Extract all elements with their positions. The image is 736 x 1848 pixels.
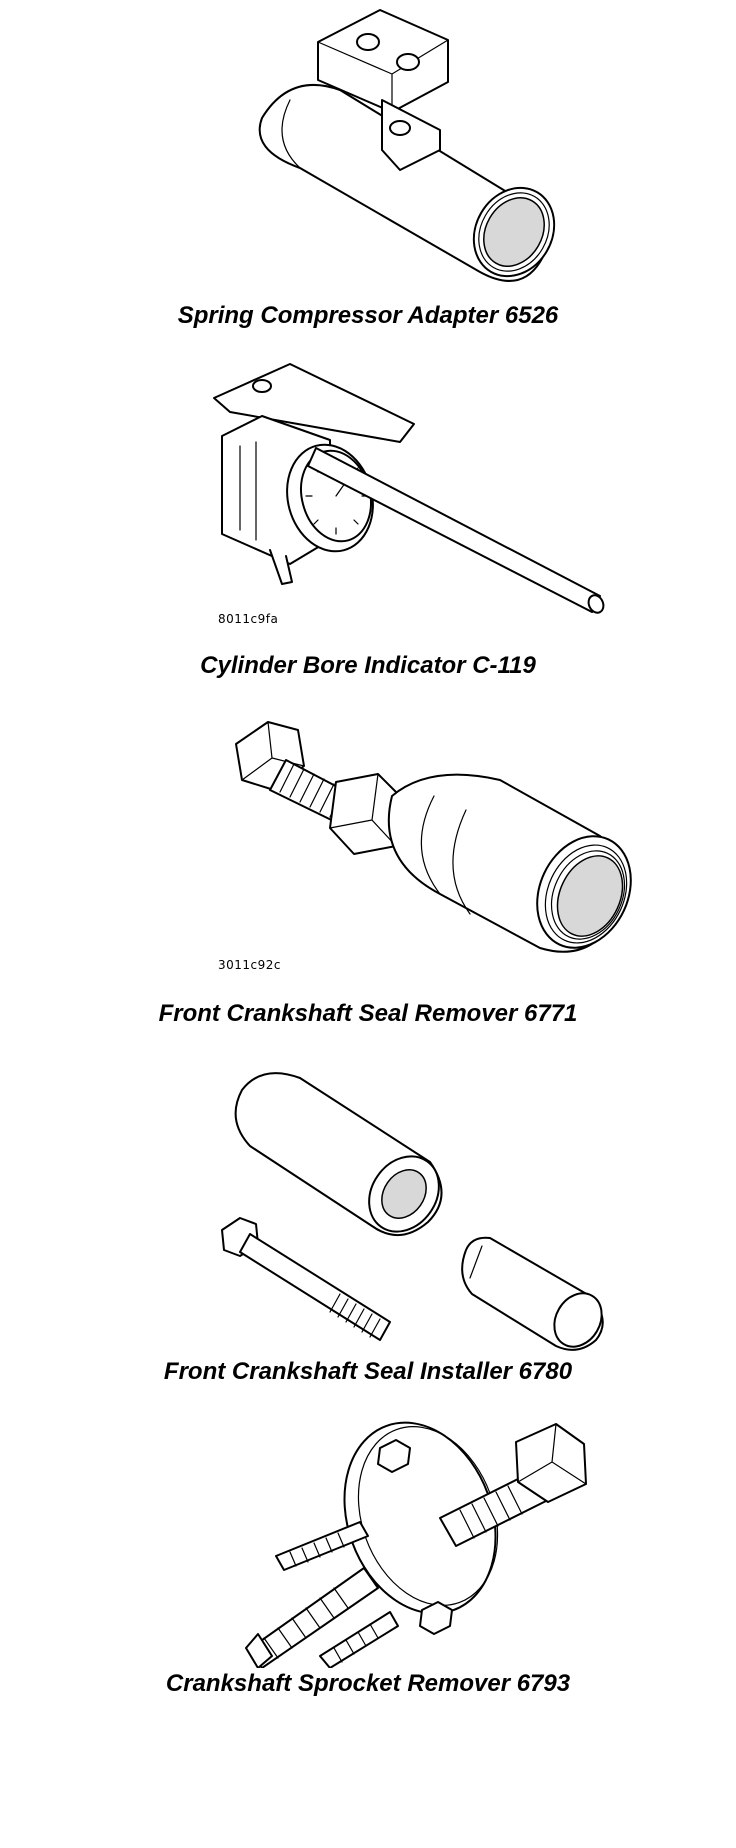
front-crankshaft-seal-remover-illustration [235, 721, 632, 953]
cylinder-bore-indicator-figure: 8011c9fa Cylinder Bore Indicator C-119 [0, 340, 736, 680]
front-crankshaft-seal-remover-figure: 3011c92c Front Crankshaft Seal Remover 6… [0, 690, 736, 1040]
tool-caption: Spring Compressor Adapter 6526 [177, 302, 559, 329]
front-crankshaft-seal-installer-figure: Front Crankshaft Seal Installer 6780 [0, 1050, 736, 1390]
tool-caption: Cylinder Bore Indicator C-119 [200, 652, 536, 679]
spring-compressor-adapter-illustration [258, 9, 556, 282]
tool-caption: Front Crankshaft Seal Installer 6780 [163, 1358, 573, 1385]
tool-caption: Front Crankshaft Seal Remover 6771 [158, 1000, 578, 1027]
cylinder-bore-indicator-illustration [213, 363, 605, 614]
front-crankshaft-seal-installer-illustration [221, 1072, 604, 1351]
crankshaft-sprocket-remover-figure: Crankshaft Sprocket Remover 6793 [0, 1398, 736, 1708]
figure-code: 8011c9fa [218, 612, 279, 626]
figure-code: 3011c92c [218, 958, 282, 972]
spring-compressor-adapter-figure: Spring Compressor Adapter 6526 [0, 0, 736, 330]
crankshaft-sprocket-remover-illustration [245, 1421, 587, 1668]
tool-caption: Crankshaft Sprocket Remover 6793 [165, 1670, 571, 1697]
